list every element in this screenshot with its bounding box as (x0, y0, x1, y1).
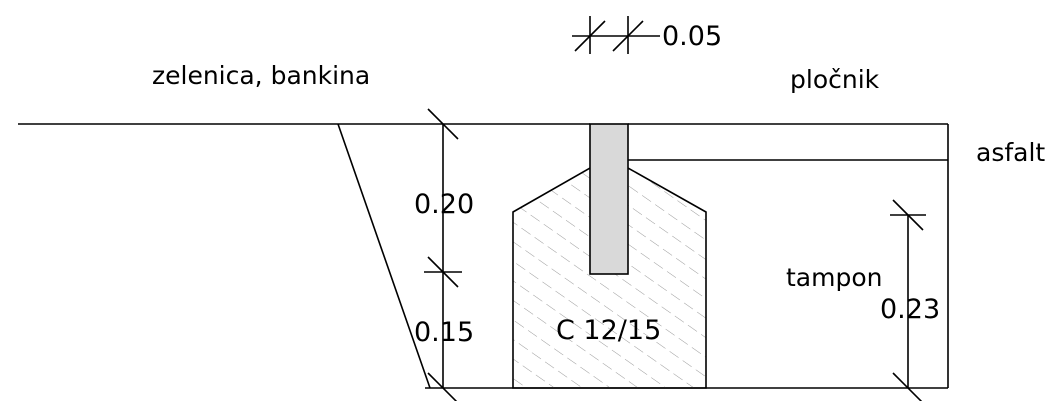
curb-stone (589, 123, 629, 275)
label-green-strip: zelenica, bankina (152, 61, 370, 90)
dimension-tick (892, 372, 923, 401)
dimension-label-top: 0.05 (662, 21, 722, 52)
dimension-tick (427, 108, 459, 140)
dimension-label-tampon: 0.23 (880, 294, 940, 325)
dimension-label-upper: 0.20 (414, 189, 474, 220)
label-base-layer: tampon (786, 263, 882, 292)
label-sidewalk: pločnik (790, 65, 880, 94)
dimension-tick (427, 372, 458, 401)
label-asphalt: asfalt (976, 138, 1045, 167)
dimension-tick (612, 20, 644, 52)
excavation-slope-line (337, 123, 431, 389)
dimension-tick (574, 20, 606, 52)
label-concrete-class: C 12/15 (556, 315, 661, 346)
dimension-label-lower: 0.15 (414, 317, 474, 348)
